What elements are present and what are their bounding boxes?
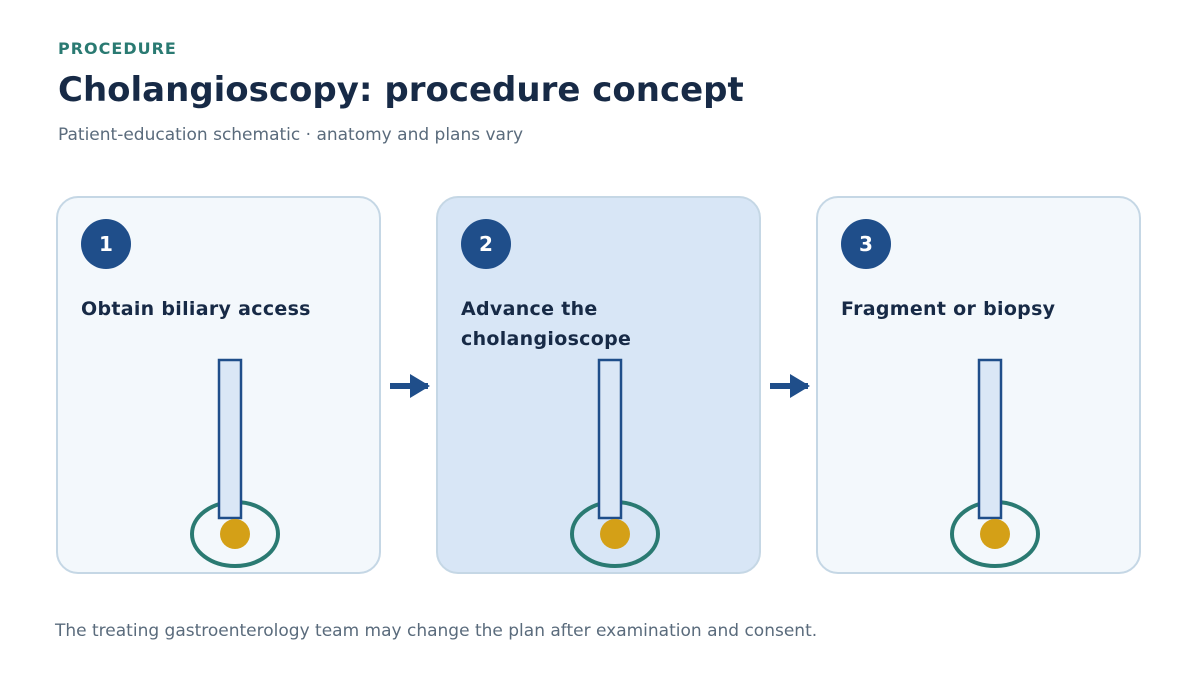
duct-schematic	[950, 358, 1040, 568]
scope-shaft	[217, 358, 243, 520]
footer-note: The treating gastroenterology team may c…	[55, 621, 818, 641]
duct-schematic	[570, 358, 660, 568]
step-number-badge: 3	[841, 219, 891, 269]
page-title: Cholangioscopy: procedure concept	[58, 70, 744, 110]
duct-schematic	[190, 358, 280, 568]
eyebrow-label: PROCEDURE	[58, 39, 177, 58]
step-number-badge: 2	[461, 219, 511, 269]
step-title: Fragment or biopsy	[841, 298, 1056, 320]
step-card-2: 2 Advance the cholangioscope	[436, 196, 761, 574]
step-number-badge: 1	[81, 219, 131, 269]
stone-marker	[980, 519, 1010, 549]
step-title: Obtain biliary access	[81, 298, 311, 320]
arrow-right-icon	[390, 374, 430, 398]
stone-marker	[600, 519, 630, 549]
stone-marker	[220, 519, 250, 549]
scope-shaft	[597, 358, 623, 520]
step-title: Advance the cholangioscope	[461, 298, 632, 350]
page-subtitle: Patient-education schematic · anatomy an…	[58, 125, 524, 145]
step-card-3: 3 Fragment or biopsy	[816, 196, 1141, 574]
arrow-right-icon	[770, 374, 810, 398]
scope-shaft	[977, 358, 1003, 520]
step-card-1: 1 Obtain biliary access	[56, 196, 381, 574]
